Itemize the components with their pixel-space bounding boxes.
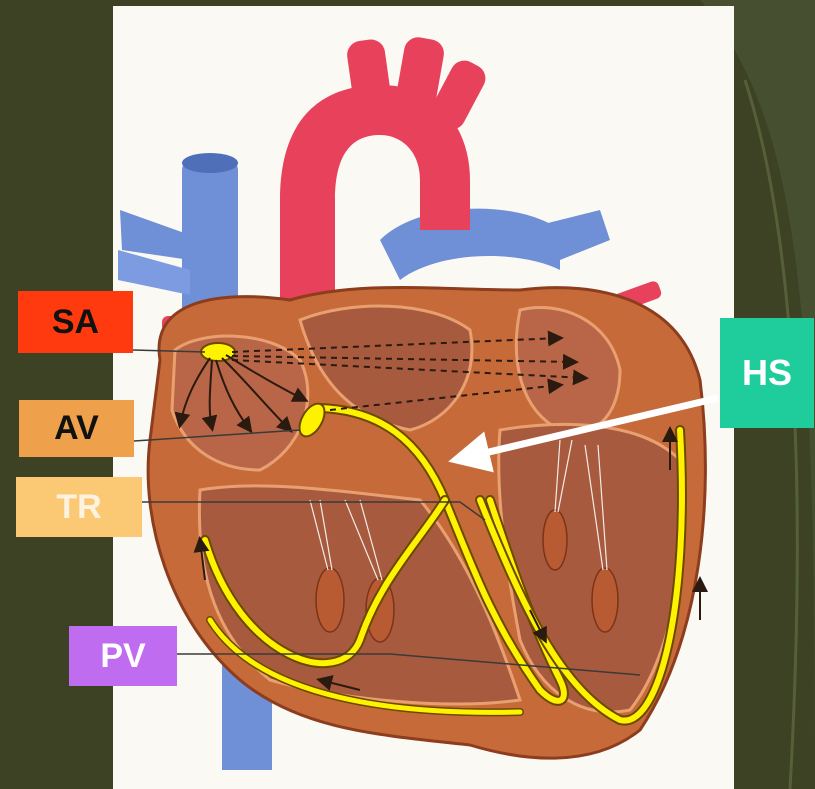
pv-label: PV xyxy=(69,626,177,686)
aorta xyxy=(280,35,490,330)
pulmonary-arteries xyxy=(380,209,610,280)
tr-label: TR xyxy=(16,477,142,537)
sa-label: SA xyxy=(18,291,133,353)
av-label: AV xyxy=(19,400,134,457)
hs-label: HS xyxy=(720,318,814,428)
